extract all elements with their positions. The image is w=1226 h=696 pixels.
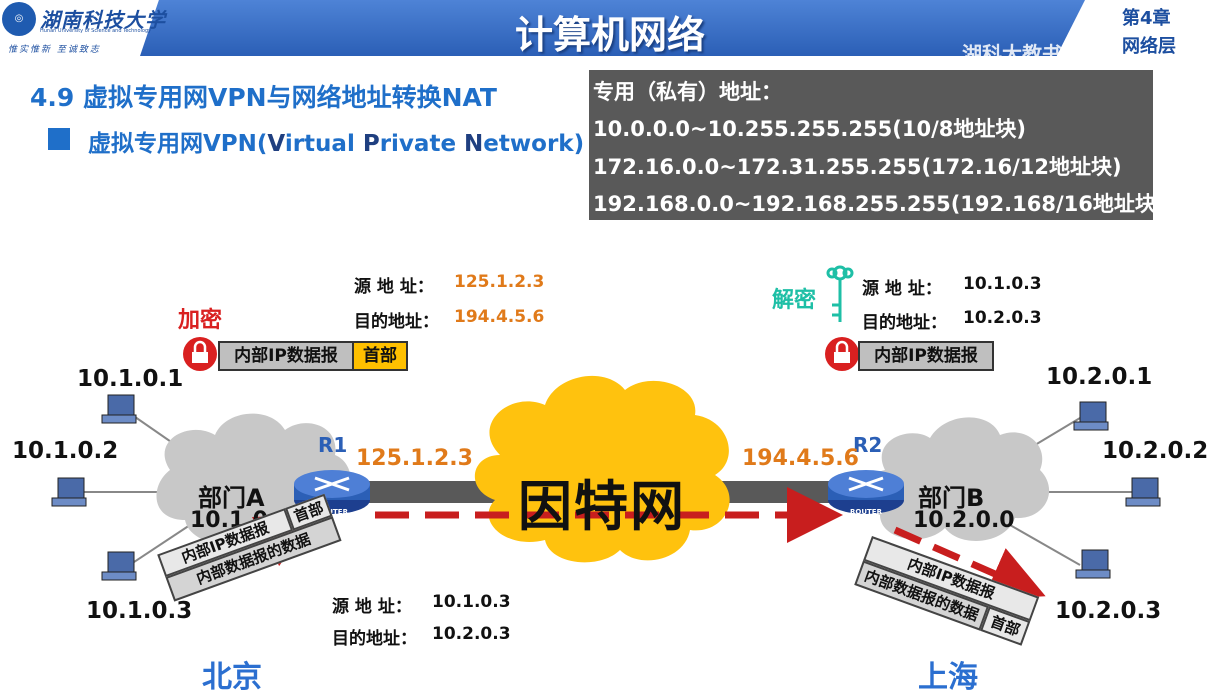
university-logo-icon: ◎ <box>2 2 36 36</box>
course-title: 计算机网络 <box>514 13 705 57</box>
decrypt-label: 解密 <box>772 288 817 313</box>
host-10-2-0-2-icon <box>1125 477 1161 507</box>
chapter-subtitle: 网络层 <box>1122 36 1176 57</box>
host-ip-10-1-0-1: 10.1.0.1 <box>77 366 184 392</box>
city-shanghai: 上海 <box>918 660 978 695</box>
private-address-heading: 专用（私有）地址： <box>593 80 782 104</box>
right-dst-ip: 10.2.0.3 <box>963 308 1042 328</box>
city-beijing: 北京 <box>202 660 262 695</box>
bullet-letter-n: N <box>464 131 484 157</box>
router-r1-ip: 125.1.2.3 <box>356 446 473 471</box>
host-10-2-0-1-icon <box>1073 401 1109 431</box>
outer-dst-ip: 194.4.5.6 <box>454 307 545 327</box>
router-r1-name: R1 <box>318 433 348 457</box>
right-dst-label: 目的地址： <box>862 313 947 333</box>
router-r2-ip: 194.4.5.6 <box>742 446 859 471</box>
university-motto: 惟实惟新 至诚致志 <box>8 45 101 55</box>
router-r2-icon <box>828 470 904 514</box>
router-r1-caption: ROUTER <box>316 508 348 516</box>
bullet-letter-v: V <box>267 131 285 157</box>
lock-encrypt-icon <box>183 337 217 371</box>
encrypted-datagram-body: 内部IP数据报 <box>218 341 354 371</box>
host-ip-10-1-0-3: 10.1.0.3 <box>86 598 193 624</box>
private-address-box: 专用（私有）地址： 10.0.0.0~10.255.255.255(10/8地址… <box>589 70 1165 220</box>
internet-label: 因特网 <box>518 475 686 538</box>
host-10-1-0-1-icon <box>101 394 137 424</box>
bullet-vpn-title: 虚拟专用网VPN(Virtual Private Network) <box>88 124 584 158</box>
router-r2-name: R2 <box>853 433 883 457</box>
decrypted-datagram: 内部IP数据报 <box>858 341 994 371</box>
private-range-192: 192.168.0.0~192.168.255.255(192.168/16地址… <box>593 192 1166 216</box>
private-range-172: 172.16.0.0~172.31.255.255(172.16/12地址块) <box>593 155 1122 179</box>
lock-decrypt-icon <box>825 337 859 371</box>
right-department-network: 10.2.0.0 <box>913 508 1015 533</box>
right-department-name: 部门B <box>918 484 985 512</box>
left-department-name: 部门A <box>198 484 265 512</box>
router-r2-caption: ROUTER <box>850 508 882 516</box>
inner-left-dst-label: 目的地址： <box>332 629 417 649</box>
host-10-1-0-3-icon <box>101 551 137 581</box>
outer-src-label: 源 地 址： <box>354 277 434 297</box>
inner-left-src-label: 源 地 址： <box>332 597 412 617</box>
bullet-prefix: 虚拟专用网VPN( <box>88 131 268 157</box>
encrypted-datagram-header: 首部 <box>352 341 408 371</box>
encrypt-label: 加密 <box>178 308 223 333</box>
host-10-1-0-2-icon <box>51 477 87 507</box>
right-department-cloud <box>863 417 1050 541</box>
host-ip-10-1-0-2: 10.1.0.2 <box>12 438 119 464</box>
r2-to-host-arrow <box>893 526 1046 600</box>
host-ip-10-2-0-2: 10.2.0.2 <box>1102 438 1209 464</box>
right-src-label: 源 地 址： <box>862 279 942 299</box>
watermark: 湖科大教书匠 <box>962 42 1082 66</box>
header-band <box>140 0 1085 56</box>
university-english-name: Hunan University of Science and Technolo… <box>40 28 152 34</box>
private-range-10: 10.0.0.0~10.255.255.255(10/8地址块) <box>593 117 1026 141</box>
bullet-word-irtual: irtual <box>284 131 363 157</box>
bullet-letter-p: P <box>362 131 380 157</box>
key-icon <box>826 265 854 322</box>
right-src-ip: 10.1.0.3 <box>963 274 1042 294</box>
host-ip-10-2-0-3: 10.2.0.3 <box>1055 598 1162 624</box>
host-ip-10-2-0-1: 10.2.0.1 <box>1046 364 1153 390</box>
chapter-label: 第4章 <box>1122 8 1171 29</box>
bullet-word-etwork: etwork) <box>483 131 585 157</box>
bullet-square-icon <box>48 128 70 150</box>
section-title: 4.9 虚拟专用网VPN与网络地址转换NAT <box>30 83 497 112</box>
outer-dst-label: 目的地址： <box>354 312 439 332</box>
bullet-word-rivate: rivate <box>379 131 465 157</box>
host-10-2-0-3-icon <box>1075 549 1111 579</box>
inner-left-dst-ip: 10.2.0.3 <box>432 624 511 644</box>
university-name: 湖南科技大学 <box>40 8 166 32</box>
inner-left-src-ip: 10.1.0.3 <box>432 592 511 612</box>
outer-src-ip: 125.1.2.3 <box>454 272 545 292</box>
